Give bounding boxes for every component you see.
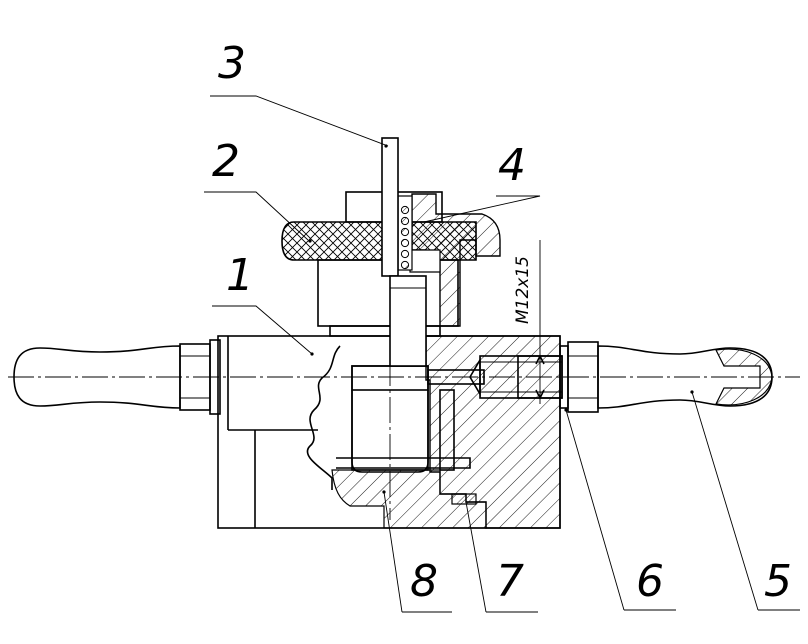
callout-2: 2 <box>212 136 240 187</box>
callout-8: 8 <box>410 556 438 607</box>
callout-3: 3 <box>218 38 246 89</box>
thread-dimension: M12x15 <box>513 240 545 404</box>
left-handle <box>13 339 221 415</box>
leader-lines <box>204 95 800 613</box>
cap-part-4 <box>409 193 501 327</box>
right-handle-part-5 <box>567 341 773 413</box>
seal-part-7 <box>451 493 477 505</box>
plunger-part-3 <box>381 137 427 367</box>
callout-labels: 3 2 4 1 8 7 6 5 <box>212 38 792 607</box>
callout-4: 4 <box>498 140 526 191</box>
spring <box>397 195 413 271</box>
callout-6: 6 <box>636 556 664 607</box>
callout-7: 7 <box>496 556 524 607</box>
callout-5: 5 <box>764 556 792 607</box>
callout-1: 1 <box>226 250 254 301</box>
thread-dimension-label: M12x15 <box>513 256 533 324</box>
